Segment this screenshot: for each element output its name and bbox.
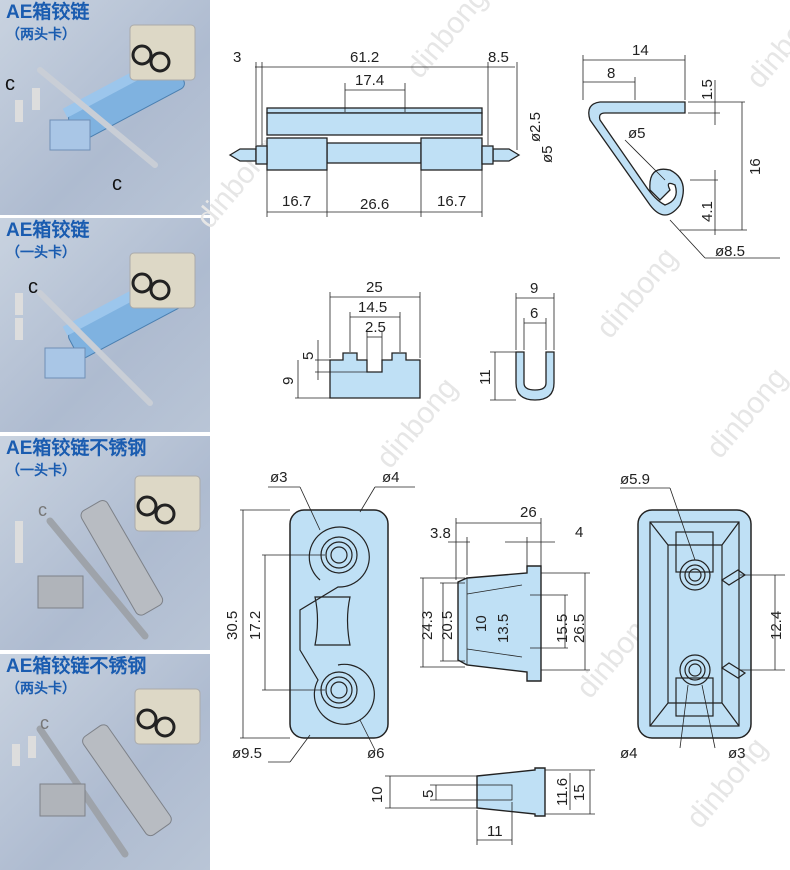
dim-label: 10 [473,615,490,632]
dim-label: 13.5 [495,614,512,643]
dim-label: 8 [607,65,615,82]
svg-text:dinbong: dinbong [590,241,684,344]
u-clip-drawing [490,293,555,401]
panel-subtitle: （一头卡） [6,462,76,478]
dim-label: ø5 [539,145,556,163]
svg-text:c: c [28,276,38,298]
hinge-front-view [228,62,521,217]
svg-text:c: c [38,500,47,520]
product-photo-panel-3: c AE箱铰链不锈钢 （一头卡） [0,436,210,650]
svg-text:dinbong: dinbong [740,0,790,94]
dim-label: ø8.5 [715,243,745,260]
dim-label: 30.5 [224,611,241,640]
dim-label: 4 [575,524,583,541]
hinge-side-view [582,55,780,259]
panel-title: AE箱铰链不锈钢 [6,438,147,459]
dim-label: ø3 [270,469,288,486]
hinge-kit-photo: cc [5,24,196,195]
dim-label: 26.5 [571,614,588,643]
dim-label: 20.5 [439,611,456,640]
dim-label: 8.5 [488,49,509,66]
dim-label: 61.2 [350,49,379,66]
dim-label: 16 [747,158,764,175]
clip-drawing [295,292,421,399]
svg-text:c: c [112,173,122,195]
dim-label: 5 [300,352,317,360]
hinge-kit-photo: c [15,252,196,406]
dim-label: 4.1 [699,201,716,222]
dim-label: 14 [632,42,649,59]
svg-text:dinbong: dinbong [400,0,494,84]
dim-label: 15 [571,784,588,801]
dim-label: 3 [233,49,241,66]
dim-label: 17.4 [355,72,384,89]
svg-text:dinbong: dinbong [700,361,790,464]
dim-label: ø6 [367,745,385,762]
dim-label: 11 [477,369,494,385]
dim-label: 11 [487,823,503,840]
panel-title: AE箱铰链不锈钢 [6,656,147,677]
block-back-view [620,487,785,749]
dim-label: 2.5 [365,319,386,336]
dim-label: ø5.9 [620,471,650,488]
hinge-kit-photo: c [12,688,201,858]
block-front-view [240,486,415,763]
dim-label: 24.3 [419,611,436,640]
dim-label: 11.6 [554,778,571,806]
dim-label: 26.6 [360,196,389,213]
dim-label: ø4 [382,469,400,486]
dim-label: 15.5 [554,614,571,643]
dim-label: ø5 [628,125,646,142]
dim-label: 10 [369,786,386,803]
panel-title: AE箱铰链 [6,220,90,241]
dim-label: 26 [520,504,537,521]
dim-label: 5 [420,790,437,798]
dim-label: 9 [530,280,538,297]
dim-label: 16.7 [282,193,311,210]
dim-label: 1.5 [699,79,716,100]
dim-label: ø2.5 [527,112,544,142]
panel-subtitle: （两头卡） [6,26,76,42]
dim-label: 16.7 [437,193,466,210]
hinge-kit-photo: c [15,475,201,640]
panel-title: AE箱铰链 [6,2,90,23]
dim-label: 17.2 [247,611,264,640]
panel-subtitle: （一头卡） [6,244,76,260]
product-photo-panel-4: c AE箱铰链不锈钢 （两头卡） [0,654,210,870]
svg-text:c: c [40,713,49,733]
dim-label: 25 [366,279,383,296]
dim-label: ø9.5 [232,745,262,762]
dim-label: 12.4 [768,611,785,640]
dim-label: ø4 [620,745,638,762]
dim-label: ø3 [728,745,746,762]
block-side-view [420,518,590,682]
dim-label: 3.8 [430,525,451,542]
dim-label: 9 [280,377,297,385]
dim-label: 6 [530,305,538,322]
dim-label: 14.5 [358,299,387,316]
block-bottom-view [385,767,595,845]
svg-text:c: c [5,73,15,95]
panel-subtitle: （两头卡） [6,680,76,696]
product-photo-panel-2: c AE箱铰链 （一头卡） [0,218,210,432]
